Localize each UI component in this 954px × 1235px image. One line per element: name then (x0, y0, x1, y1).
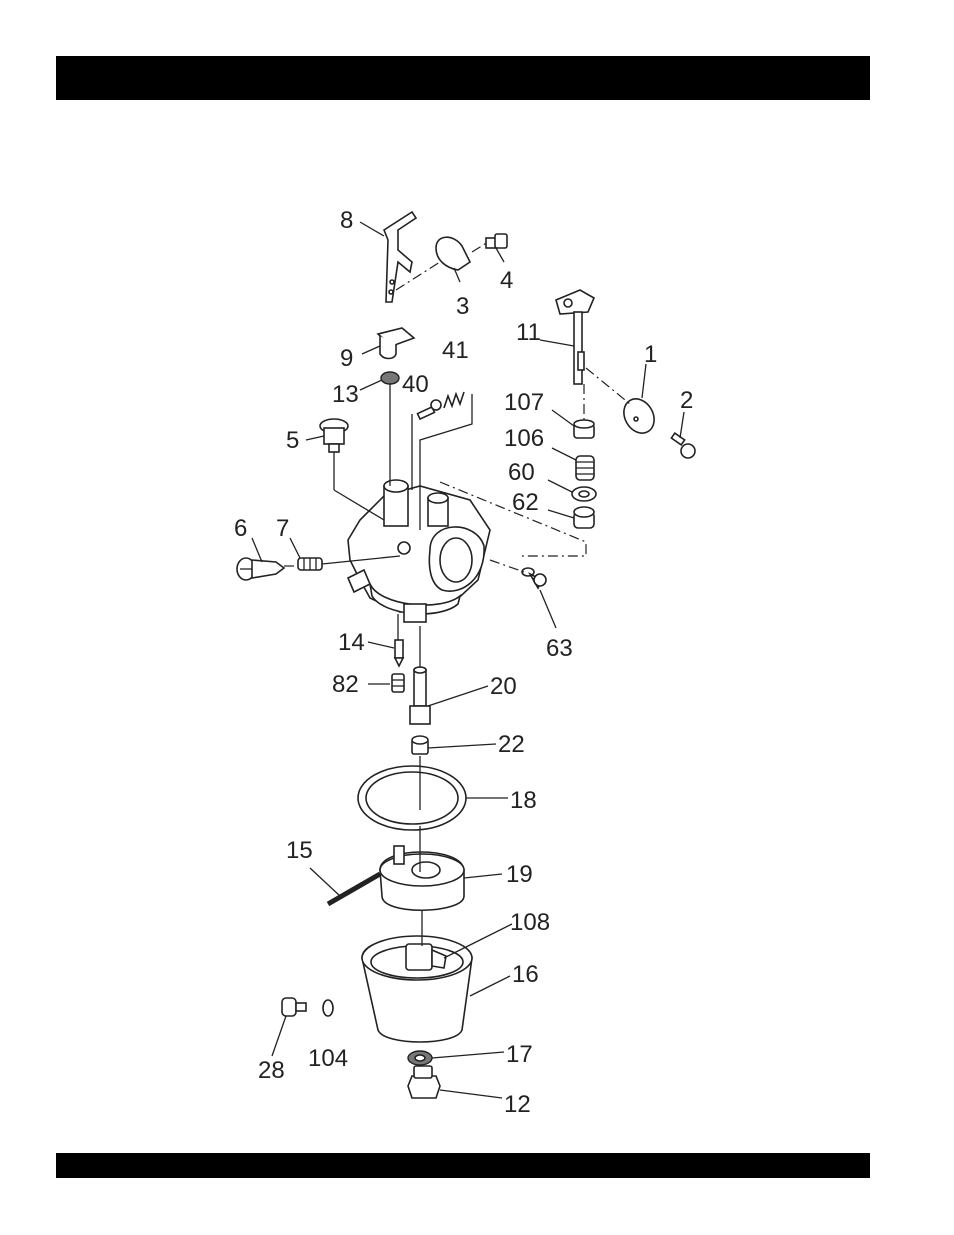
callout-22: 22 (498, 731, 525, 758)
part-17-washer (408, 1051, 432, 1065)
part-4-screw (486, 234, 507, 248)
callout-108: 108 (510, 909, 550, 936)
part-28-screw (282, 998, 306, 1016)
callout-3: 3 (456, 293, 469, 320)
callout-8: 8 (340, 207, 353, 234)
callout-19: 19 (506, 861, 533, 888)
part-6-mixture-screw (237, 558, 284, 580)
part-20-main-nozzle (410, 667, 430, 724)
part-5-plug (320, 419, 348, 452)
part-7-spring (298, 558, 322, 570)
callout-7: 7 (276, 515, 289, 542)
callout-41: 41 (442, 337, 469, 364)
callout-11: 11 (516, 319, 541, 346)
part-41-spring (444, 392, 464, 408)
callout-2: 2 (680, 387, 693, 414)
part-13-washer (381, 372, 399, 384)
callout-104: 104 (308, 1045, 348, 1072)
callout-17: 17 (506, 1041, 533, 1068)
part-8-choke-lever (384, 212, 416, 302)
part-2-screw (671, 433, 695, 458)
callout-15: 15 (286, 837, 313, 864)
part-106-spring (576, 456, 594, 480)
part-carburetor-body (348, 480, 490, 622)
callout-107: 107 (504, 389, 544, 416)
part-14-float-needle (395, 640, 403, 666)
callout-106: 106 (504, 425, 544, 452)
callout-14: 14 (338, 629, 365, 656)
part-60-washer (572, 487, 596, 501)
callout-20: 20 (490, 673, 517, 700)
part-40-screw (417, 400, 441, 419)
callout-62: 62 (512, 489, 539, 516)
callout-1: 1 (644, 341, 657, 368)
callout-63: 63 (546, 635, 573, 662)
callout-6: 6 (234, 515, 247, 542)
part-104-washer (323, 1000, 333, 1016)
part-3-plate (436, 237, 470, 270)
callout-5: 5 (286, 427, 299, 454)
callout-12: 12 (504, 1091, 531, 1118)
callout-60: 60 (508, 459, 535, 486)
part-15-float-pin (328, 874, 380, 904)
part-18-gasket (358, 766, 466, 830)
callout-40: 40 (402, 371, 429, 398)
part-107-seal (574, 420, 594, 438)
part-19-float (380, 846, 464, 910)
part-82-spring (392, 674, 404, 692)
part-22-main-jet (412, 736, 428, 754)
part-1-throttle-valve (618, 393, 660, 438)
part-9-cam (378, 328, 414, 359)
part-63-screw (522, 568, 546, 588)
part-62-collar (574, 507, 594, 528)
callout-13: 13 (332, 381, 359, 408)
callout-28: 28 (258, 1057, 285, 1084)
callout-4: 4 (500, 267, 513, 294)
part-12-drain-bolt (408, 1066, 440, 1098)
callout-16: 16 (512, 961, 539, 988)
callout-9: 9 (340, 345, 353, 372)
callout-82: 82 (332, 671, 359, 698)
callout-18: 18 (510, 787, 537, 814)
